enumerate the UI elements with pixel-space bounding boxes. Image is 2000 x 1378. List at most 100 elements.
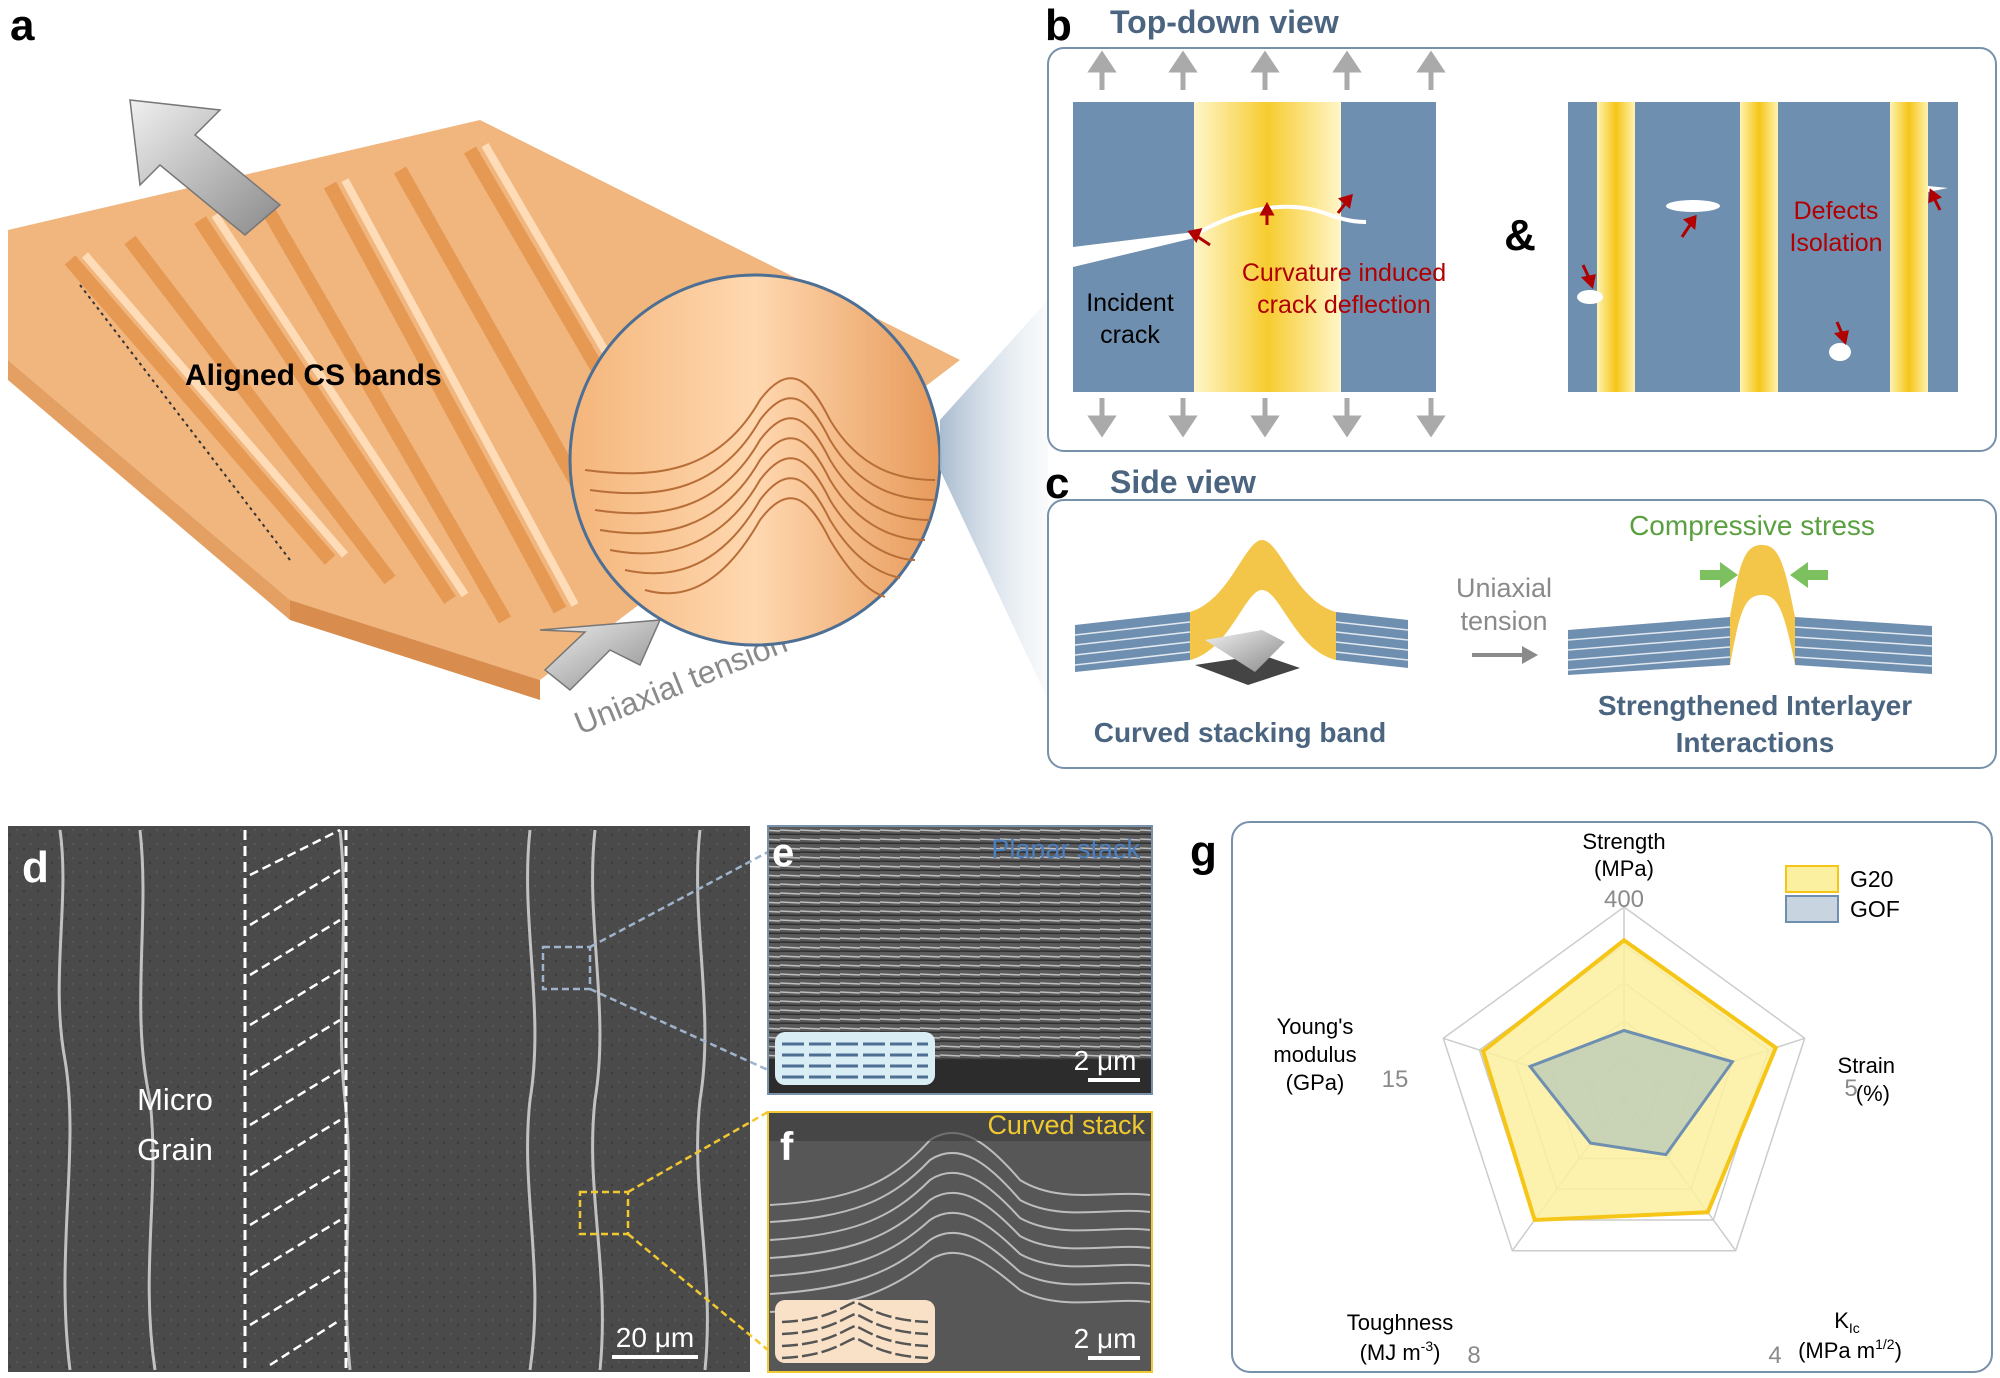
panel-g: g Strength (MPa) 400 Strain (%) 5 4 KIc … [1190, 821, 1993, 1373]
planar-inset-lines [782, 1042, 928, 1079]
scale-e: 2 μm [1074, 1045, 1137, 1076]
axis-kic-unit: (MPa m1/2) [1798, 1336, 1902, 1363]
compressive-label: Compressive stress [1629, 510, 1875, 541]
axis-toughness-name: Toughness [1347, 1310, 1453, 1335]
zoom-line-f2 [627, 1233, 769, 1351]
panel-d: d Micro Grain 20 μm [8, 826, 769, 1372]
transition-arrowhead [1522, 646, 1538, 664]
ampersand: & [1504, 211, 1536, 260]
incident-crack-2: crack [1100, 321, 1160, 349]
grain-hatch [249, 828, 341, 1367]
sem-image-d [8, 826, 750, 1372]
film-side [290, 600, 540, 700]
strengthened-1: Strengthened Interlayer [1598, 690, 1912, 721]
axis-strain-max: 5 [1844, 1075, 1857, 1102]
axis-modulus-name: Young's [1277, 1014, 1354, 1039]
axis-strain-name: Strain [1838, 1053, 1895, 1078]
legend: G20 GOF [1785, 865, 1900, 923]
thin-gold-3 [1890, 102, 1928, 392]
legend-label-g20: G20 [1850, 866, 1893, 892]
panel-c-frame [1047, 499, 1997, 769]
scale-d: 20 μm [616, 1322, 694, 1353]
axis-strength-name: Strength [1582, 829, 1665, 854]
zoom-line-e1 [589, 850, 769, 949]
sem-f-top [769, 1113, 1151, 1141]
panel-letter-g: g [1190, 827, 1217, 876]
wave-ridges [64, 146, 687, 624]
curved-band-scheme [1074, 540, 1409, 685]
axis-modulus-name2: modulus [1273, 1042, 1356, 1067]
deflection-1: Curvature induced [1242, 259, 1446, 287]
curved-stack-label: Curved stack [987, 1110, 1145, 1140]
thin-gold-1 [1597, 102, 1635, 392]
tension-arrows-bottom [1087, 398, 1446, 438]
tension-arrow-up [129, 99, 282, 236]
panel-e: e Planar stack 2 μm [767, 825, 1153, 1095]
defects [1577, 186, 1948, 361]
gold-band [1194, 102, 1341, 392]
axis-modulus-unit: (GPa) [1286, 1070, 1345, 1095]
grain-label-1: Micro [137, 1082, 213, 1117]
zoom-layers [584, 377, 936, 598]
deflected-crack [1193, 204, 1367, 237]
red-arrows-left [1187, 193, 1353, 247]
panel-c: c Side view Uniaxial tension [1045, 459, 1997, 769]
defects-1: Defects [1794, 197, 1879, 225]
compressive-arrows [1700, 562, 1828, 588]
film-left-side [8, 360, 290, 620]
planar-stack-label: Planar stack [991, 834, 1140, 864]
axis-kic-name: KIc [1834, 1308, 1860, 1336]
curved-inset-lines [781, 1300, 929, 1360]
zoom-line-f1 [627, 1110, 769, 1194]
panel-b: b Top-down view Incident crack Curvature… [1045, 1, 1997, 452]
axis-modulus-max: 15 [1382, 1066, 1409, 1093]
panel-b-title: Top-down view [1110, 4, 1339, 40]
incident-crack-1: Incident [1086, 289, 1174, 317]
panel-letter-f: f [780, 1125, 794, 1169]
radar-chart [1442, 906, 1806, 1252]
tension-arrows-top [1087, 50, 1446, 90]
axis-toughness-unit: (MJ m-3) [1360, 1338, 1441, 1365]
curved-band-label: Curved stacking band [1094, 717, 1387, 748]
curved-stack-lines [769, 1131, 1151, 1313]
zoom-box-f [578, 1190, 630, 1236]
curved-inset [775, 1300, 935, 1363]
axis-kic-max: 4 [1768, 1342, 1781, 1369]
scale-f: 2 μm [1074, 1323, 1137, 1354]
band-label: Aligned CS bands [185, 359, 442, 392]
strengthened-scheme [1567, 545, 1933, 675]
panel-b-frame [1047, 47, 1997, 452]
red-arrows-right [1580, 188, 1942, 346]
panel-a: a Aligned CS bands Uniaxial tension [8, 1, 1048, 741]
zoom-fan [940, 300, 1048, 700]
tension-arrow-down [539, 619, 662, 692]
panel-letter-e: e [772, 831, 794, 875]
defects-2: Isolation [1789, 229, 1882, 257]
wave-highlights [81, 142, 699, 607]
radar-series-gof [1527, 1028, 1735, 1157]
panel-letter-d: d [22, 843, 49, 892]
axis-strain-unit: (%) [1856, 1081, 1890, 1106]
tension-c-1: Uniaxial [1456, 573, 1552, 603]
axis-strength-unit: (MPa) [1594, 856, 1654, 881]
zoom-circle [568, 273, 942, 647]
legend-label-gof: GOF [1850, 896, 1900, 922]
zoom-box-e [541, 945, 592, 991]
legend-swatch-gof [1785, 895, 1839, 923]
down-arrow-icon [1195, 655, 1300, 685]
sem-image-e [767, 825, 1153, 1095]
panel-g-frame [1231, 821, 1993, 1373]
deflection-2: crack deflection [1257, 291, 1431, 319]
axis-strength-max: 400 [1604, 886, 1644, 913]
dotted-band-line [79, 284, 291, 561]
strengthened-2: Interactions [1676, 727, 1835, 758]
incident-crack-shape [1073, 232, 1194, 267]
axis-toughness-max: 8 [1467, 1342, 1480, 1369]
panel-letter-b: b [1045, 1, 1072, 50]
thin-gold-2 [1740, 102, 1778, 392]
radar-grid-ring [1442, 906, 1806, 1252]
panel-c-title: Side view [1110, 464, 1256, 500]
grain-label-2: Grain [137, 1132, 213, 1167]
panel-letter-a: a [10, 1, 35, 50]
